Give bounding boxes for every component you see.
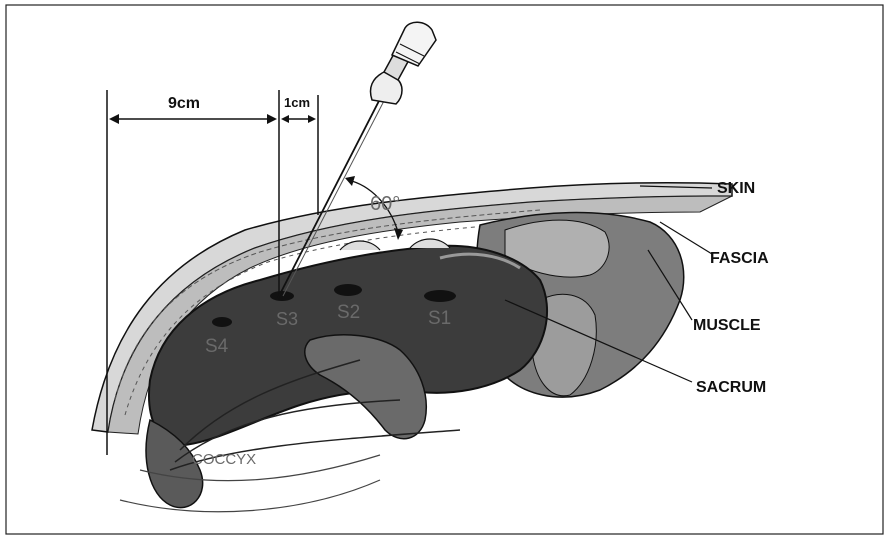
angle-label: 60° xyxy=(370,193,400,215)
layer-label-muscle: MUSCLE xyxy=(693,317,761,334)
foramen-s1 xyxy=(424,290,456,302)
foramen-s3 xyxy=(270,291,294,301)
dimension-1cm-label: 1cm xyxy=(284,95,310,110)
coccyx-label: COCCYX xyxy=(192,451,256,468)
foramen-s2 xyxy=(334,284,362,296)
foramen-s4 xyxy=(212,317,232,327)
vertebra-label-s2: S2 xyxy=(337,302,360,323)
vertebra-label-s4: S4 xyxy=(205,336,229,357)
vertebra-label-s3: S3 xyxy=(276,309,298,329)
layer-label-sacrum: SACRUM xyxy=(696,379,766,396)
vertebra-label-s1: S1 xyxy=(428,308,451,329)
dimension-9cm-label: 9cm xyxy=(168,95,200,112)
layer-label-skin: SKIN xyxy=(717,180,755,197)
layer-label-fascia: FASCIA xyxy=(710,250,769,267)
